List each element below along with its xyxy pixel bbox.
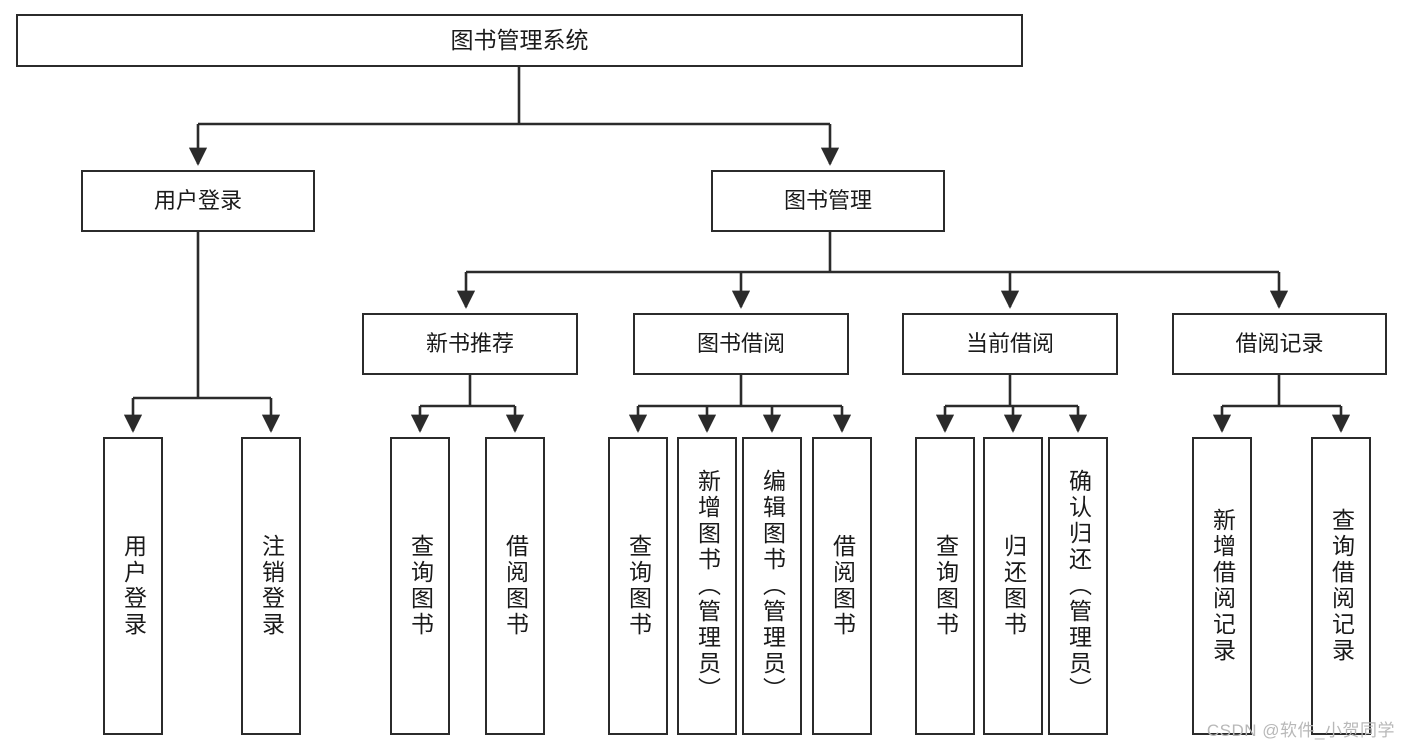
node-label: 新增图书（管理员）	[694, 469, 721, 703]
node-label: 查询图书	[407, 534, 434, 638]
node-label: 图书管理系统	[450, 26, 589, 53]
leaf-borrow-book-new[interactable]: 借阅图书	[485, 437, 545, 735]
node-user-login[interactable]: 用户登录	[81, 170, 315, 232]
leaf-query-book-new[interactable]: 查询图书	[390, 437, 450, 735]
node-label: 新书推荐	[425, 330, 514, 356]
leaf-query-book-borrow[interactable]: 查询图书	[608, 437, 668, 735]
node-current-borrow[interactable]: 当前借阅	[902, 313, 1118, 375]
node-label: 借阅记录	[1235, 330, 1324, 356]
node-book-management[interactable]: 图书管理	[711, 170, 945, 232]
node-borrow-record[interactable]: 借阅记录	[1172, 313, 1387, 375]
leaf-add-book[interactable]: 新增图书（管理员）	[677, 437, 737, 735]
node-label: 查询图书	[932, 534, 959, 638]
node-label: 当前借阅	[965, 330, 1054, 356]
leaf-borrow-book[interactable]: 借阅图书	[812, 437, 872, 735]
leaf-confirm-return[interactable]: 确认归还（管理员）	[1048, 437, 1108, 735]
leaf-edit-book[interactable]: 编辑图书（管理员）	[742, 437, 802, 735]
node-label: 用户登录	[120, 534, 147, 638]
node-label: 查询借阅记录	[1328, 508, 1355, 664]
node-label: 图书借阅	[696, 330, 785, 356]
node-label: 图书管理	[783, 187, 872, 213]
node-label: 借阅图书	[502, 534, 529, 638]
leaf-user-login[interactable]: 用户登录	[103, 437, 163, 735]
node-new-book-recommend[interactable]: 新书推荐	[362, 313, 578, 375]
node-book-management-system[interactable]: 图书管理系统	[16, 14, 1023, 67]
csdn-watermark: CSDN @软件_小贺同学	[1206, 721, 1395, 740]
node-label: 查询图书	[625, 534, 652, 638]
node-label: 确认归还（管理员）	[1065, 469, 1092, 703]
node-label: 用户登录	[153, 187, 242, 213]
leaf-query-borrow-record[interactable]: 查询借阅记录	[1311, 437, 1371, 735]
leaf-return-book[interactable]: 归还图书	[983, 437, 1043, 735]
node-label: 归还图书	[1000, 534, 1027, 638]
node-label: 新增借阅记录	[1209, 508, 1236, 664]
node-label: 编辑图书（管理员）	[759, 469, 786, 703]
node-label: 借阅图书	[829, 534, 856, 638]
leaf-query-book-current[interactable]: 查询图书	[915, 437, 975, 735]
leaf-add-borrow-record[interactable]: 新增借阅记录	[1192, 437, 1252, 735]
leaf-logout-login[interactable]: 注销登录	[241, 437, 301, 735]
node-book-borrow[interactable]: 图书借阅	[633, 313, 849, 375]
node-label: 注销登录	[258, 534, 285, 638]
